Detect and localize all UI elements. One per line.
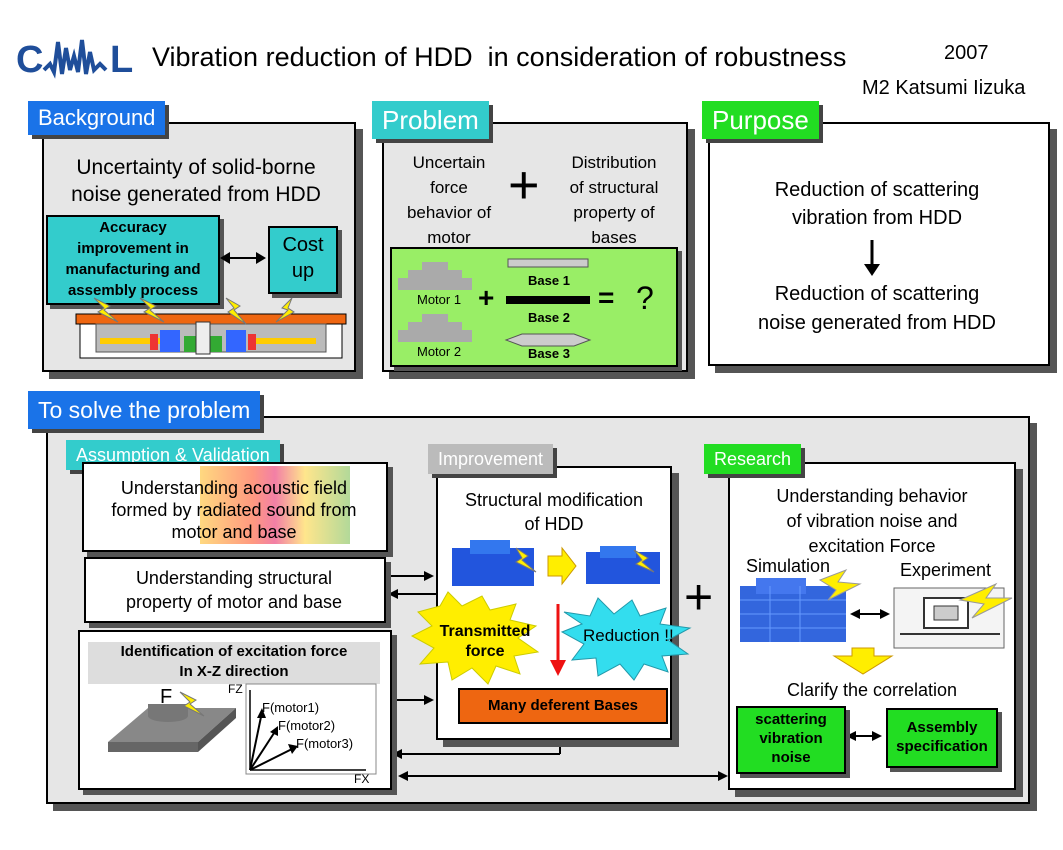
assembly-specification-box: Assembly specification [886,708,998,768]
accuracy-box: Accuracy improvement in manufacturing an… [46,215,220,305]
fx-label: FX [354,772,370,786]
problem-right-text: Distribution of structural property of b… [569,153,659,247]
acoustic-heatmap [200,466,350,544]
problem-tag: Problem [372,101,489,139]
purpose-panel [708,122,1050,366]
solve-plus: + [684,569,714,625]
fmotor1-label: F(motor1) [262,700,320,715]
logo: C L [14,34,144,80]
question-mark: ? [636,280,654,316]
scattering-noise-box: scattering vibration noise [736,706,846,774]
problem-left-text: Uncertain force behavior of motor [406,153,492,247]
author-label: M2 Katsumi Iizuka [862,77,1026,99]
background-tag: Background [28,101,166,135]
clarify-label: Clarify the correlation [786,680,958,700]
equals-sign: = [598,282,615,313]
structural-property-text: Understanding structural property of mot… [125,568,343,612]
solve-tag: To solve the problem [28,391,261,429]
problem-plus: + [508,155,540,215]
svg-text:C: C [16,39,43,80]
excitation-force-title: Identification of excitation force In X-… [88,642,380,684]
improvement-text: Structural modification of HDD [464,490,644,534]
svg-text:L: L [110,39,133,80]
logo-graphic: C L [16,39,133,80]
purpose-text-top: Reduction of scattering vibration from H… [774,179,980,229]
page-title: Vibration reduction of HDD in considerat… [152,42,847,72]
fmotor3-label: F(motor3) [296,736,354,751]
base3-label: Base 3 [528,346,570,361]
purpose-tag: Purpose [702,101,819,139]
research-text: Understanding behavior of vibration nois… [776,486,968,556]
base1-label: Base 1 [528,273,570,288]
year-label: 2007 [944,42,989,64]
improvement-tag: Improvement [428,444,554,474]
simulation-label: Simulation [746,556,831,576]
background-text: Uncertainty of solid-borne noise generat… [71,156,321,206]
cost-up-box: Cost up [268,226,338,294]
acoustic-field-text: Understanding acoustic field formed by r… [111,478,357,542]
research-tag: Research [704,444,802,474]
experiment-label: Experiment [900,560,992,580]
reduction-label: Reduction !! [583,626,674,645]
fz-label: FZ [228,682,243,696]
motor1-label: Motor 1 [417,292,462,307]
problem-plus-small: + [478,282,495,313]
purpose-text-bottom: Reduction of scattering noise generated … [758,283,996,334]
fmotor2-label: F(motor2) [278,718,336,733]
force-label: F [160,686,173,708]
motor2-label: Motor 2 [417,344,462,359]
many-bases-box: Many deferent Bases [458,688,668,724]
base2-label: Base 2 [528,310,570,325]
structural-property-box [84,557,386,623]
transmitted-force-label: Transmitted force [439,623,531,660]
